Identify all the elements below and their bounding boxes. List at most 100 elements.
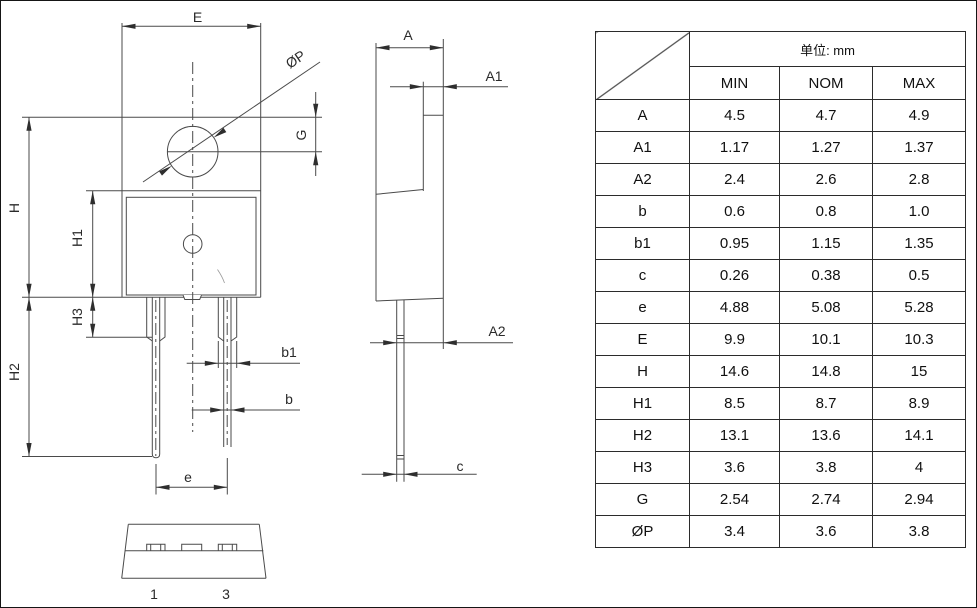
- ext-lines-b1: [217, 341, 238, 368]
- dim-symbol-cell: b: [595, 195, 690, 228]
- table-row: A2 2.4 2.6 2.8: [595, 163, 967, 196]
- pin3-label: 3: [222, 586, 230, 602]
- lead-bend-marks: [396, 335, 404, 460]
- min-value-cell: 0.26: [689, 259, 780, 292]
- dim-label-e: e: [184, 469, 192, 485]
- max-value-cell: 10.3: [871, 323, 967, 356]
- lead1-wide-left: [146, 297, 153, 342]
- min-value-cell: 9.9: [689, 323, 780, 356]
- column-header-min: MIN: [689, 66, 780, 100]
- max-value-cell: 1.35: [871, 227, 967, 260]
- lead3-wide-right: [230, 297, 238, 342]
- nom-value-cell: 3.6: [779, 515, 873, 548]
- min-value-cell: 13.1: [689, 419, 780, 452]
- table-row: A1 1.17 1.27 1.37: [595, 131, 967, 164]
- dim-label-H2: H2: [6, 363, 22, 381]
- pin3-inner-lines: [221, 544, 233, 551]
- nom-value-cell: 3.8: [779, 451, 873, 484]
- dim-symbol-cell: H3: [595, 451, 690, 484]
- parting-line: [375, 189, 424, 195]
- dim-label-A: A: [403, 27, 413, 43]
- dim-label-c: c: [457, 458, 464, 474]
- table-row: H3 3.6 3.8 4: [595, 451, 967, 484]
- max-value-cell: 3.8: [871, 515, 967, 548]
- min-value-cell: 2.54: [689, 483, 780, 516]
- front-view-outline: [22, 23, 322, 459]
- bottom-view-outline: [121, 523, 267, 579]
- min-value-cell: 1.17: [689, 131, 780, 164]
- ext-lines-e: [155, 458, 228, 495]
- nom-value-cell: 4.7: [779, 99, 873, 132]
- bottom-view-left-slant: [121, 524, 129, 579]
- dim-symbol-cell: ØP: [595, 515, 690, 548]
- dim-symbol-cell: b1: [595, 227, 690, 260]
- table-row: b1 0.95 1.15 1.35: [595, 227, 967, 260]
- nom-value-cell: 14.8: [779, 355, 873, 388]
- nom-value-cell: 0.38: [779, 259, 873, 292]
- dim-label-H3: H3: [69, 308, 85, 326]
- table-header-row-unit: 单位: mm: [595, 31, 967, 100]
- nom-value-cell: 1.15: [779, 227, 873, 260]
- max-value-cell: 2.94: [871, 483, 967, 516]
- pin1-cross-section: [146, 543, 166, 551]
- lead1-narrow: [151, 297, 161, 459]
- table-row: E 9.9 10.1 10.3: [595, 323, 967, 356]
- nom-value-cell: 1.27: [779, 131, 873, 164]
- nom-value-cell: 10.1: [779, 323, 873, 356]
- dim-label-H: H: [6, 203, 22, 213]
- pin2-cross-section: [181, 543, 203, 551]
- table-row: A 4.5 4.7 4.9: [595, 99, 967, 132]
- dim-symbol-cell: A1: [595, 131, 690, 164]
- table-row: H2 13.1 13.6 14.1: [595, 419, 967, 452]
- min-value-cell: 3.4: [689, 515, 780, 548]
- dim-symbol-cell: c: [595, 259, 690, 292]
- dim-label-A2: A2: [488, 323, 505, 339]
- front-view-arrowheads: [26, 23, 319, 490]
- dim-symbol-cell: H2: [595, 419, 690, 452]
- dim-line-hole-diameter: [142, 61, 321, 183]
- side-view-dimension-lines: [361, 47, 513, 475]
- nom-value-cell: 13.6: [779, 419, 873, 452]
- diagonal-header-cell: [595, 31, 690, 100]
- dim-symbol-cell: A: [595, 99, 690, 132]
- dim-label-hole-diameter: ØP: [283, 47, 309, 72]
- max-value-cell: 5.28: [871, 291, 967, 324]
- dim-label-b1: b1: [281, 344, 297, 360]
- max-value-cell: 14.1: [871, 419, 967, 452]
- dim-label-E: E: [193, 9, 202, 25]
- bottom-view-right-slant: [258, 524, 267, 579]
- dim-label-A1: A1: [485, 68, 502, 84]
- min-value-cell: 0.6: [689, 195, 780, 228]
- side-view-arrowheads: [376, 45, 457, 477]
- max-value-cell: 15: [871, 355, 967, 388]
- table-row: ØP 3.4 3.6 3.8: [595, 515, 967, 548]
- column-header-max: MAX: [871, 66, 967, 100]
- dim-symbol-cell: H1: [595, 387, 690, 420]
- min-value-cell: 0.95: [689, 227, 780, 260]
- dim-label-b: b: [285, 391, 293, 407]
- max-value-cell: 8.9: [871, 387, 967, 420]
- front-view-dimension-lines: [22, 25, 321, 495]
- min-value-cell: 8.5: [689, 387, 780, 420]
- nom-value-cell: 0.8: [779, 195, 873, 228]
- table-row: e 4.88 5.08 5.28: [595, 291, 967, 324]
- dim-label-H1: H1: [69, 229, 85, 247]
- front-view-centerlines: [155, 62, 228, 456]
- side-bottom-edge: [375, 297, 444, 302]
- table-header-row-columns: MIN NOM MAX: [596, 66, 967, 100]
- table-row: b 0.6 0.8 1.0: [595, 195, 967, 228]
- dimension-table: 单位: mm MIN NOM MAX A 4.5 4.7 4.9 A1 1.17…: [595, 31, 967, 548]
- min-value-cell: 2.4: [689, 163, 780, 196]
- front-view-dimension-labels: E ØP G H H1 H3 H2 b1 b e: [6, 9, 309, 485]
- side-view: A A1 A2 c: [361, 27, 513, 482]
- dim-symbol-cell: G: [595, 483, 690, 516]
- side-view-dimension-labels: A A1 A2 c: [403, 27, 505, 474]
- dim-symbol-cell: A2: [595, 163, 690, 196]
- bottom-view: 1 3: [121, 523, 267, 602]
- nom-value-cell: 8.7: [779, 387, 873, 420]
- mold-mark: [217, 269, 225, 284]
- table-row: H1 8.5 8.7 8.9: [595, 387, 967, 420]
- min-value-cell: 14.6: [689, 355, 780, 388]
- lead3-wide-left: [217, 297, 224, 342]
- min-value-cell: 3.6: [689, 451, 780, 484]
